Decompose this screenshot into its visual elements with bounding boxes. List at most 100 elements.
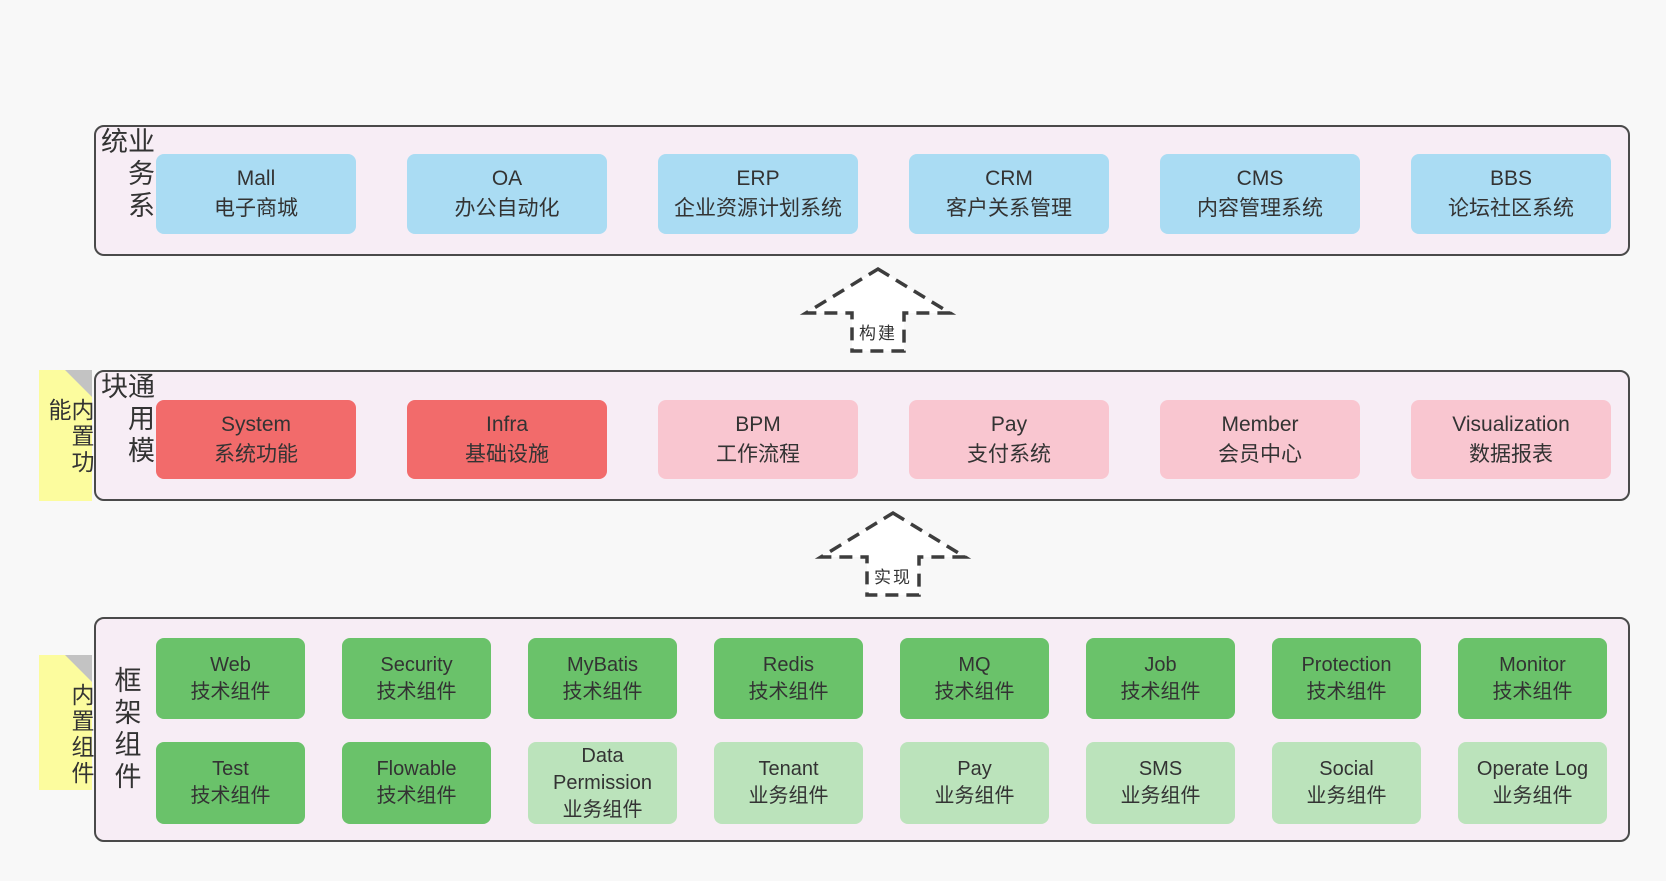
box-name-zh: 业务组件 (1492, 785, 1573, 807)
layer-side-label: 通用模块 (97, 372, 154, 468)
box-test: Test 技术组件 (156, 742, 305, 824)
tag-built-in-features: 内置功能 (39, 370, 94, 501)
box-monitor: Monitor 技术组件 (1458, 638, 1607, 719)
box-flowable: Flowable 技术组件 (342, 742, 491, 824)
box-name-en: CMS (1236, 167, 1284, 190)
arrow-label: 实现 (874, 568, 912, 587)
folded-corner-icon (65, 370, 92, 397)
box-name-zh: 技术组件 (1306, 680, 1387, 703)
box-name-en: Tenant (758, 758, 819, 780)
box-name-en: Visualization (1452, 412, 1570, 436)
box-name-zh: 技术组件 (190, 785, 271, 807)
box-name-en: Monitor (1499, 653, 1566, 676)
up-arrow-icon (799, 266, 957, 353)
box-name-zh: 技术组件 (748, 680, 829, 703)
box-name-zh: 内容管理系统 (1197, 197, 1323, 220)
arrow-build: 构建 (798, 266, 958, 354)
box-name-en: Member (1221, 412, 1299, 436)
box-name-zh: 工作流程 (716, 442, 800, 466)
box-security: Security 技术组件 (342, 638, 491, 719)
box-name-en: Redis (762, 653, 815, 676)
box-name-en: Security (380, 653, 453, 676)
box-visualization: Visualization 数据报表 (1411, 400, 1611, 479)
box-name-en: Mall (236, 167, 276, 190)
box-name-zh: 技术组件 (190, 680, 271, 703)
box-name-en: Infra (485, 412, 529, 436)
box-name-en: Protection (1301, 653, 1392, 676)
box-crm: CRM 客户关系管理 (909, 154, 1109, 234)
box-name-zh: 客户关系管理 (946, 197, 1072, 220)
layer-side-label: 框架组件 (110, 665, 141, 794)
box-name-en: BPM (735, 412, 781, 436)
box-name-en: OA (491, 167, 523, 190)
box-protection: Protection 技术组件 (1272, 638, 1421, 719)
box-sms: SMS 业务组件 (1086, 742, 1235, 824)
box-operate-log: Operate Log 业务组件 (1458, 742, 1607, 824)
box-bpm: BPM 工作流程 (658, 400, 858, 479)
box-name-en: Web (210, 653, 251, 676)
arrow-label: 构建 (859, 324, 897, 343)
box-name-zh: 技术组件 (1120, 680, 1201, 703)
box-tenant: Tenant 业务组件 (714, 742, 863, 824)
box-social: Social 业务组件 (1272, 742, 1421, 824)
box-oa: OA 办公自动化 (407, 154, 607, 234)
box-infra: Infra 基础设施 (407, 400, 607, 479)
box-member: Member 会员中心 (1160, 400, 1360, 479)
box-pay: Pay 业务组件 (900, 742, 1049, 824)
box-data-permission: Data Permission 业务组件 (528, 742, 677, 824)
box-name-en: SMS (1138, 758, 1183, 780)
box-bbs: BBS 论坛社区系统 (1411, 154, 1611, 234)
box-name-zh: 业务组件 (562, 798, 643, 821)
box-name-en: Job (1144, 653, 1177, 676)
box-name-zh: 企业资源计划系统 (674, 197, 842, 220)
box-name-en: Operate Log (1476, 758, 1589, 780)
box-mybatis: MyBatis 技术组件 (528, 638, 677, 719)
box-name-zh: 电子商城 (214, 197, 298, 220)
box-name-zh: 论坛社区系统 (1448, 197, 1574, 220)
box-name-en: Pay (990, 412, 1028, 436)
box-name-zh: 业务组件 (748, 785, 829, 807)
box-name-en: Flowable (376, 758, 457, 780)
box-name-zh: 会员中心 (1218, 442, 1302, 466)
box-name-en: Data Permission (553, 744, 652, 794)
box-name-zh: 支付系统 (967, 442, 1051, 466)
tag-label: 内置组件 (68, 683, 94, 787)
box-name-zh: 业务组件 (934, 785, 1015, 807)
box-name-zh: 办公自动化 (454, 197, 560, 220)
box-name-en: ERP (736, 167, 780, 190)
box-erp: ERP 企业资源计划系统 (658, 154, 858, 234)
up-arrow-icon (814, 510, 972, 597)
box-name-en: BBS (1489, 167, 1533, 190)
layer-side-label: 业务系统 (97, 127, 154, 223)
box-job: Job 技术组件 (1086, 638, 1235, 719)
box-name-zh: 业务组件 (1120, 785, 1201, 807)
box-name-zh: 技术组件 (376, 785, 457, 807)
folded-corner-icon (65, 655, 92, 682)
box-name-zh: 技术组件 (562, 680, 643, 703)
tag-label: 内置功能 (45, 398, 94, 476)
box-name-zh: 业务组件 (1306, 785, 1387, 807)
box-pay: Pay 支付系统 (909, 400, 1109, 479)
box-name-zh: 基础设施 (465, 442, 549, 466)
box-name-zh: 技术组件 (1492, 680, 1573, 703)
box-name-en: MyBatis (566, 653, 639, 676)
layer-business-systems: 业务系统 Mall 电子商城 OA 办公自动化 ERP 企业资源计划系统 CRM 客户关系管理… (94, 125, 1630, 256)
box-mall: Mall 电子商城 (156, 154, 356, 234)
box-web: Web 技术组件 (156, 638, 305, 719)
box-name-en: System (220, 412, 291, 436)
arrow-implement: 实现 (813, 510, 973, 598)
box-name-en: MQ (958, 653, 991, 676)
box-name-en: Test (212, 758, 249, 780)
box-name-en: CRM (985, 167, 1033, 190)
box-name-zh: 数据报表 (1469, 442, 1553, 466)
box-cms: CMS 内容管理系统 (1160, 154, 1360, 234)
box-name-en: Social (1319, 758, 1374, 780)
box-name-en: Pay (957, 758, 992, 780)
box-redis: Redis 技术组件 (714, 638, 863, 719)
box-name-zh: 技术组件 (376, 680, 457, 703)
